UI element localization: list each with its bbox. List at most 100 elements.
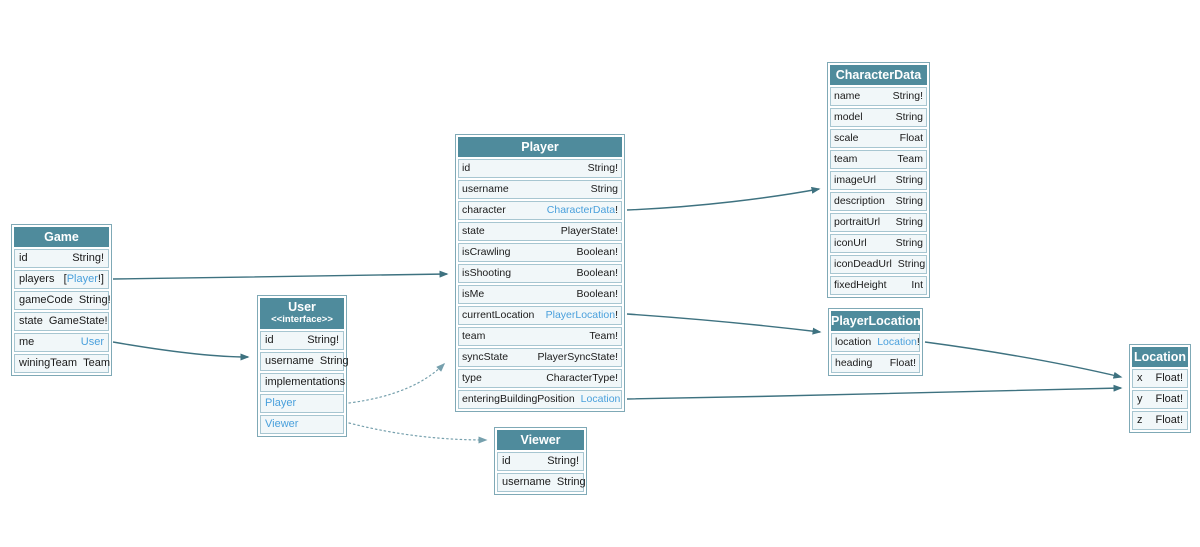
field-type: Boolean! xyxy=(577,244,618,261)
field-name: team xyxy=(462,330,486,342)
type-text: Float xyxy=(899,132,923,144)
field-row-user-Player[interactable]: Player xyxy=(260,394,344,413)
type-text: String! xyxy=(587,162,618,174)
field-type: [Player!] xyxy=(64,271,104,288)
table-header-characterdata[interactable]: CharacterData xyxy=(830,65,927,85)
type-text: String xyxy=(897,258,926,270)
field-row-player-team[interactable]: team Team! xyxy=(458,327,622,346)
type-text: CharacterType! xyxy=(546,372,618,384)
field-row-game-me[interactable]: me User xyxy=(14,333,109,352)
field-name: implementations xyxy=(265,376,346,388)
edge-playerlocation-location-to-location xyxy=(924,341,1123,379)
field-row-user-Viewer[interactable]: Viewer xyxy=(260,415,344,434)
type-link-player[interactable]: Player xyxy=(66,273,98,285)
type-link-location[interactable]: Location xyxy=(580,393,621,405)
field-name: isShooting xyxy=(462,267,512,279)
field-type: PlayerState! xyxy=(561,223,618,240)
field-type: String! xyxy=(893,88,923,105)
field-row-user-implementations[interactable]: implementations xyxy=(260,373,346,392)
field-row-player-currentLocation[interactable]: currentLocation PlayerLocation! xyxy=(458,306,622,325)
implementation-type-link[interactable]: Viewer xyxy=(265,418,299,430)
type-text: String xyxy=(556,476,586,488)
type-text: Team! xyxy=(589,330,618,342)
table-header-playerlocation[interactable]: PlayerLocation xyxy=(831,311,921,331)
field-row-location-y[interactable]: y Float! xyxy=(1132,390,1188,409)
table-header-viewer[interactable]: Viewer xyxy=(497,430,584,450)
edge-user-impl-player xyxy=(348,362,446,404)
field-type: String xyxy=(898,256,925,273)
field-type: String xyxy=(896,109,923,126)
table-title: Location xyxy=(1133,350,1187,364)
field-type: GameState! xyxy=(49,313,108,330)
table-header-user[interactable]: User<<interface>> xyxy=(260,298,344,329)
type-text: Float! xyxy=(1155,393,1183,405)
field-name: portraitUrl xyxy=(834,216,881,228)
type-link-characterdata[interactable]: CharacterData xyxy=(546,204,616,216)
field-row-characterdata-description[interactable]: description String xyxy=(830,192,927,211)
type-link-playerlocation[interactable]: PlayerLocation xyxy=(545,309,616,321)
table-title: Player xyxy=(521,140,559,154)
field-row-characterdata-iconDeadUrl[interactable]: iconDeadUrl String xyxy=(830,255,927,274)
table-header-location[interactable]: Location xyxy=(1132,347,1188,367)
type-link-user[interactable]: User xyxy=(80,336,104,348)
field-name: x xyxy=(1137,372,1143,384)
type-text: ! xyxy=(615,309,618,321)
field-name: currentLocation xyxy=(462,309,535,321)
field-type: String xyxy=(591,181,618,198)
field-name: players xyxy=(19,273,55,285)
type-text: String xyxy=(895,195,923,207)
field-name: iconDeadUrl xyxy=(834,258,892,270)
field-type: Team xyxy=(897,151,923,168)
table-header-player[interactable]: Player xyxy=(458,137,622,157)
field-row-game-players[interactable]: players [Player!] xyxy=(14,270,109,289)
field-name: me xyxy=(19,336,35,348)
field-type: Int xyxy=(911,277,923,294)
implementation-type-link[interactable]: Player xyxy=(265,397,297,409)
field-type: Boolean! xyxy=(577,286,618,303)
field-name: description xyxy=(834,195,885,207)
table-header-game[interactable]: Game xyxy=(14,227,109,247)
field-name: y xyxy=(1137,393,1143,405)
type-link-location[interactable]: Location xyxy=(877,336,917,348)
field-name: character xyxy=(462,204,506,216)
edge-player-enteringbuildingposition-to-location xyxy=(626,384,1123,400)
